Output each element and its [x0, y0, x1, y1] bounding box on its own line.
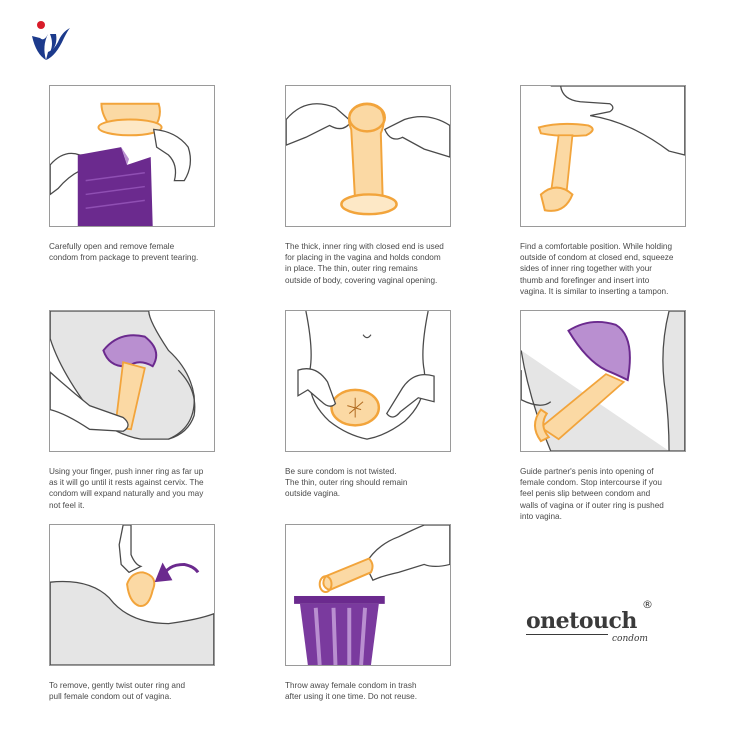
company-logo-icon — [32, 21, 70, 60]
brand-sub: condom — [612, 634, 648, 644]
step-2-caption: The thick, inner ring with closed end is… — [285, 242, 444, 285]
registered-mark: ® — [642, 598, 653, 611]
brand-underline — [526, 634, 608, 635]
step-7-illustration — [49, 524, 215, 666]
step-3-caption: Find a comfortable position. While holdi… — [520, 242, 674, 296]
step-5-caption: Be sure condom is not twisted.The thin, … — [285, 467, 408, 499]
brand-name: onetouch — [526, 608, 637, 634]
step-8-illustration — [285, 524, 451, 666]
step-5-illustration — [285, 310, 451, 452]
step-4-caption: Using your finger, push inner ring as fa… — [49, 467, 204, 510]
step-2-illustration — [285, 85, 451, 227]
onetouch-logo: onetouch ® condom — [526, 598, 666, 650]
step-1-illustration — [49, 85, 215, 227]
step-6-illustration — [520, 310, 686, 452]
step-3-illustration — [520, 85, 686, 227]
step-4-illustration — [49, 310, 215, 452]
